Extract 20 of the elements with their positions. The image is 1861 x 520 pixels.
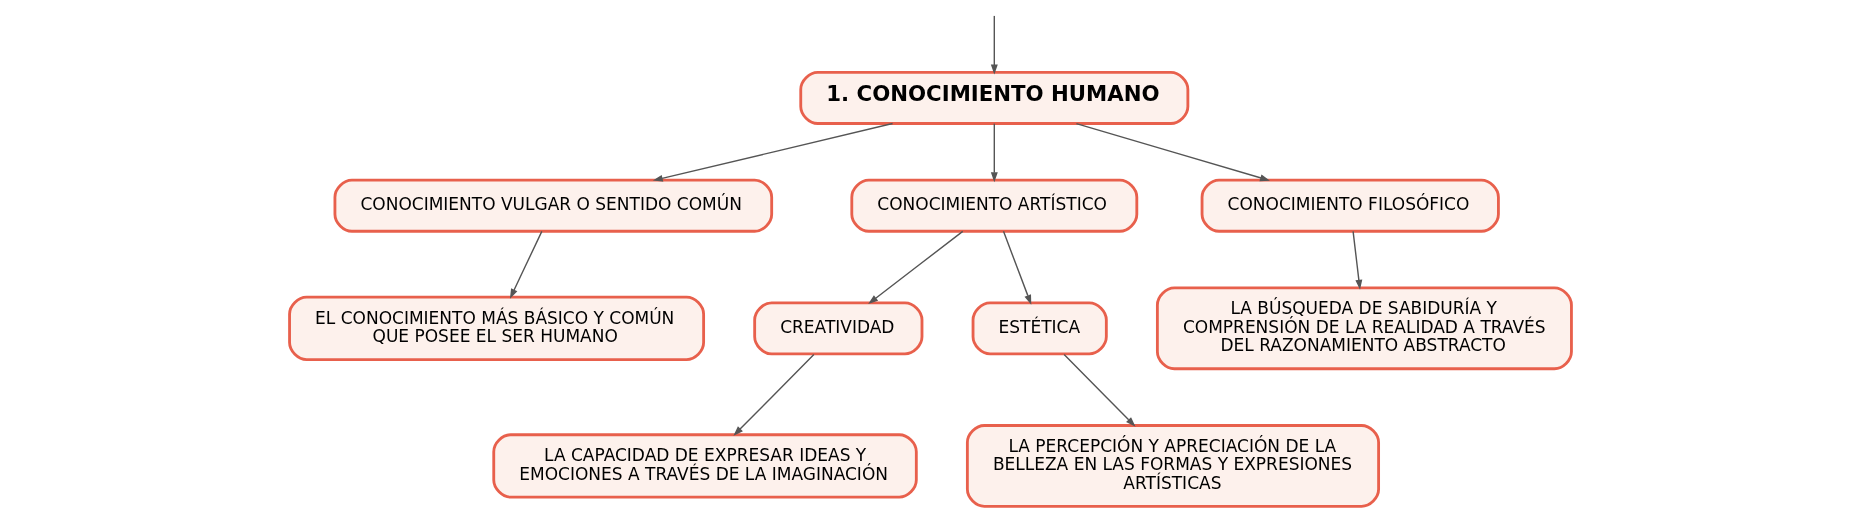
- arrow: [733, 353, 815, 436]
- arrow: [1002, 230, 1032, 305]
- node-box: CONOCIMIENTO ARTÍSTICO: [850, 178, 1139, 233]
- node-box: LA PERCEPCIÓN Y APRECIACIÓN DE LA BELLEZA EN LAS FORMAS Y EXPRESIONES ARTÍSTICAS: [965, 423, 1380, 508]
- arrow: [1352, 230, 1363, 290]
- arrow: [1063, 353, 1136, 427]
- arrow: [990, 14, 998, 74]
- node-box: CONOCIMIENTO FILOSÓFICO: [1200, 178, 1500, 233]
- node-box: EL CONOCIMIENTO MÁS BÁSICO Y COMÚN QUE POSEE EL SER HUMANO: [288, 295, 706, 361]
- node-box: ESTÉTICA: [971, 300, 1108, 355]
- node-box: LA CAPACIDAD DE EXPRESAR IDEAS Y EMOCIONES A TRAVÉS DE LA IMAGINACIÓN: [492, 432, 918, 499]
- node-box: 1. CONOCIMIENTO HUMANO: [799, 70, 1190, 125]
- arrow: [868, 230, 964, 304]
- arrow: [990, 122, 998, 182]
- node-box: LA BÚSQUEDA DE SABIDURÍA Y COMPRENSIÓN DE LA REALIDAD A TRAVÉS DEL RAZONAMIENTO ABSTRACTO: [1155, 286, 1573, 370]
- node-box: CREATIVIDAD: [753, 300, 924, 355]
- arrow: [509, 230, 543, 299]
- node-box: CONOCIMIENTO VULGAR O SENTIDO COMÚN: [333, 178, 774, 233]
- arrow: [1075, 122, 1270, 181]
- arrow: [652, 122, 894, 182]
